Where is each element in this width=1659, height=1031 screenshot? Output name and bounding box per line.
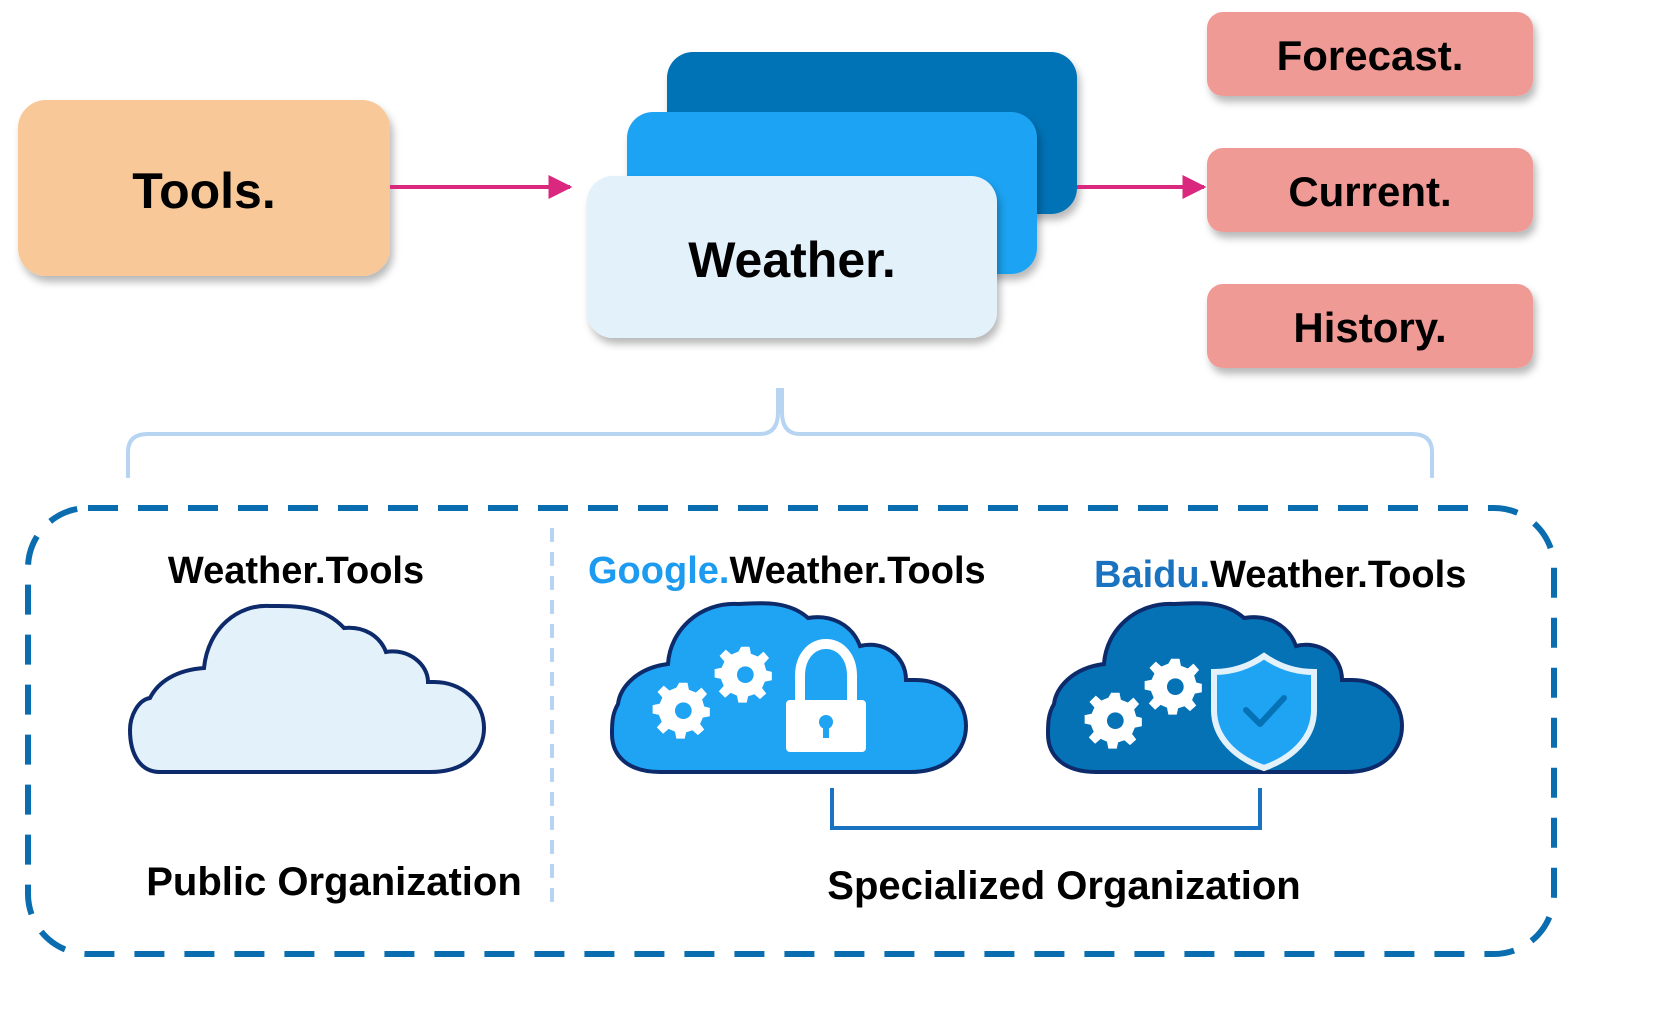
output-forecast-label: Forecast.: [1277, 32, 1464, 79]
shield-check-icon: [1211, 652, 1317, 772]
tools-label: Tools.: [132, 163, 276, 219]
curly-brace: [126, 388, 1434, 478]
baidu-suffix: Weather.Tools: [1210, 554, 1466, 596]
lock-icon: [786, 638, 866, 752]
google-suffix: Weather.Tools: [729, 550, 985, 592]
specialized-org-label: Specialized Organization: [827, 864, 1300, 908]
output-current: Current.: [1207, 148, 1533, 232]
weather-label: Weather.: [688, 232, 896, 288]
public-cloud-icon: [127, 603, 487, 774]
public-org-label: Public Organization: [146, 860, 522, 904]
output-forecast: Forecast.: [1207, 12, 1533, 96]
baidu-prefix: Baidu.: [1094, 554, 1210, 596]
specialized-bracket: [830, 788, 1262, 830]
output-current-label: Current.: [1288, 168, 1451, 215]
weather-stack: Weather.: [587, 52, 1077, 338]
weather-card-front: [587, 176, 997, 338]
baidu-cloud-icon: [1045, 601, 1405, 774]
baidu-title: Baidu.Weather.Tools: [1094, 554, 1466, 596]
google-prefix: Google.: [588, 550, 729, 592]
public-title: Weather.Tools: [168, 550, 424, 592]
google-title: Google.Weather.Tools: [588, 550, 986, 592]
tools-box: Tools.: [18, 100, 390, 276]
output-history: History.: [1207, 284, 1533, 368]
output-history-label: History.: [1293, 304, 1446, 351]
organization-container: [25, 505, 1557, 957]
google-cloud-icon: [609, 601, 969, 774]
